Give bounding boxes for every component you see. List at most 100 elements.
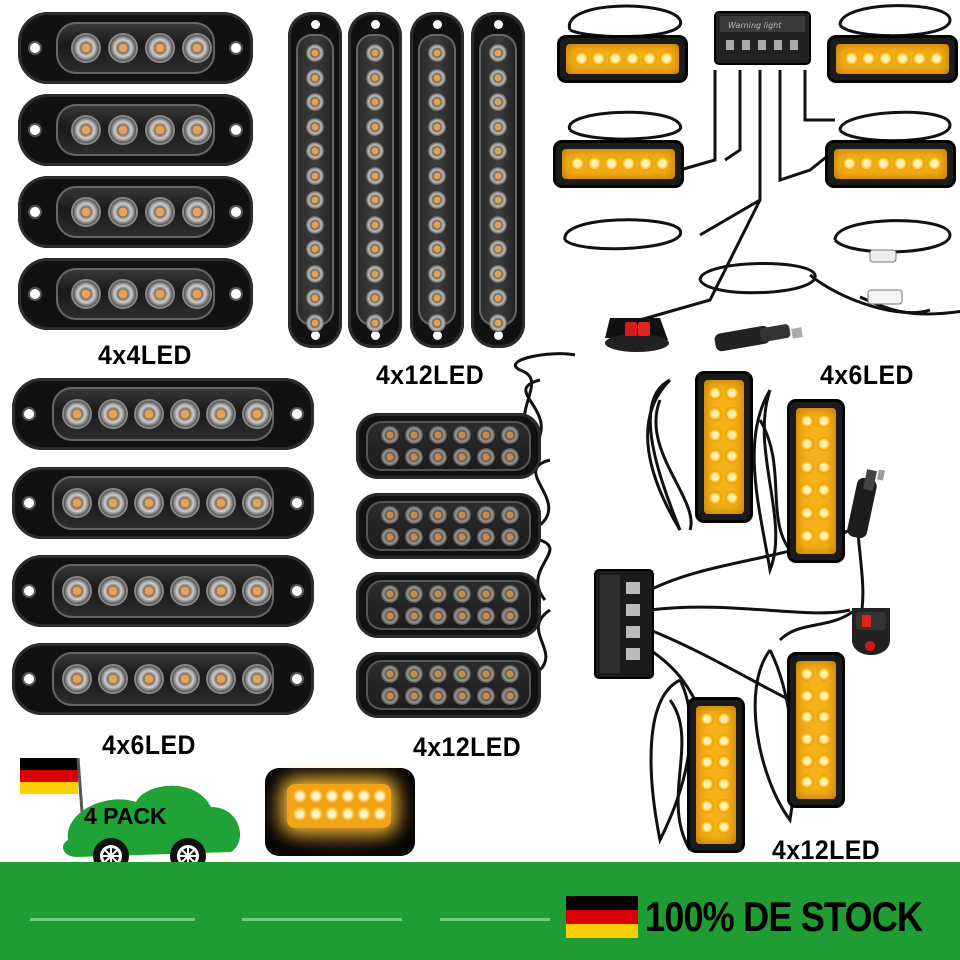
mount-hole: [231, 43, 241, 53]
led-dot: [501, 687, 519, 705]
led-dot: [489, 191, 507, 209]
mount-hole: [24, 498, 34, 508]
led-dot: [184, 281, 210, 307]
led-dot: [489, 166, 507, 185]
led-dot: [366, 117, 384, 136]
led-dot: [429, 426, 447, 444]
led-dot: [244, 401, 270, 427]
led-dot: [306, 191, 324, 209]
led-dot: [244, 490, 270, 516]
led-dot: [893, 156, 908, 171]
twelve-led-kit-wiring: [594, 378, 890, 851]
led-dot: [895, 51, 910, 66]
led-dot: [428, 215, 446, 234]
led-dot: [428, 191, 446, 209]
twelve-led-amber-light: [790, 655, 842, 805]
led-dot: [110, 281, 136, 307]
twelve-led-vertical-light: [288, 12, 342, 348]
led-dot: [453, 607, 471, 625]
led-dot: [309, 807, 323, 821]
led-dot: [184, 117, 210, 143]
led-dot: [429, 448, 447, 466]
led-dot: [708, 449, 722, 463]
led-dot: [428, 44, 446, 62]
led-dot: [306, 264, 324, 283]
led-dot: [489, 240, 507, 258]
mount-hole: [292, 674, 302, 684]
six-led-amber-light: [830, 38, 955, 80]
twelve-led-amber-light: [698, 374, 750, 520]
led-dot: [64, 401, 90, 427]
led-dot: [325, 807, 339, 821]
mount-hole: [493, 331, 503, 340]
led-dot: [501, 607, 519, 625]
car-badge-icon: [20, 757, 241, 874]
led-dot: [73, 117, 99, 143]
led-dot: [147, 35, 173, 61]
led-dot: [800, 710, 814, 725]
led-dot: [489, 93, 507, 111]
label-4x6led-kit: 4x6LED: [820, 360, 914, 390]
led-dot: [800, 483, 814, 497]
led-dot: [817, 460, 831, 474]
led-dot: [842, 156, 857, 171]
led-dot: [293, 807, 307, 821]
led-dot: [725, 428, 739, 442]
six-led-kit-wiring: Warning light: [563, 4, 960, 352]
mount-hole: [30, 125, 40, 135]
stock-banner-text: 100% DE STOCK: [645, 893, 923, 940]
led-dot: [477, 607, 495, 625]
led-dot: [429, 687, 447, 705]
mount-hole: [370, 331, 380, 340]
led-dot: [136, 490, 162, 516]
led-dot: [429, 528, 447, 546]
led-dot: [817, 414, 831, 428]
led-dot: [429, 585, 447, 603]
four-led-light: [18, 94, 253, 166]
led-dot: [489, 264, 507, 283]
twelve-led-light: [356, 413, 541, 479]
led-dot: [591, 51, 606, 66]
twelve-led-vertical-light: [471, 12, 525, 348]
led-dot: [800, 775, 814, 790]
led-dot: [381, 528, 399, 546]
led-dot: [477, 585, 495, 603]
led-dot: [381, 426, 399, 444]
led-dot: [453, 448, 471, 466]
led-dot: [306, 44, 324, 62]
led-dot: [73, 199, 99, 225]
led-dot: [405, 687, 423, 705]
led-dot: [306, 68, 324, 87]
led-dot: [489, 117, 507, 136]
led-dot: [861, 51, 876, 66]
control-box-icon: [594, 569, 654, 679]
led-dot: [357, 807, 371, 821]
led-dot: [655, 156, 670, 171]
led-dot: [638, 156, 653, 171]
led-dot: [405, 506, 423, 524]
led-dot: [110, 199, 136, 225]
led-dot: [306, 166, 324, 185]
four-led-light: [18, 12, 253, 84]
mount-hole: [292, 586, 302, 596]
led-dot: [136, 666, 162, 692]
led-dot: [859, 156, 874, 171]
twelve-led-light: [356, 493, 541, 559]
led-dot: [929, 51, 944, 66]
led-dot: [366, 166, 384, 185]
led-dot: [477, 665, 495, 683]
led-dot: [800, 667, 814, 681]
led-dot: [453, 528, 471, 546]
led-dot: [366, 68, 384, 87]
led-dot: [708, 407, 722, 421]
led-dot: [244, 666, 270, 692]
label-4x4led: 4x4LED: [98, 340, 192, 370]
led-dot: [625, 51, 640, 66]
led-dot: [489, 313, 507, 332]
led-dot: [110, 117, 136, 143]
led-dot: [428, 240, 446, 258]
led-dot: [405, 665, 423, 683]
led-dot: [708, 386, 722, 400]
led-dot: [208, 578, 234, 604]
